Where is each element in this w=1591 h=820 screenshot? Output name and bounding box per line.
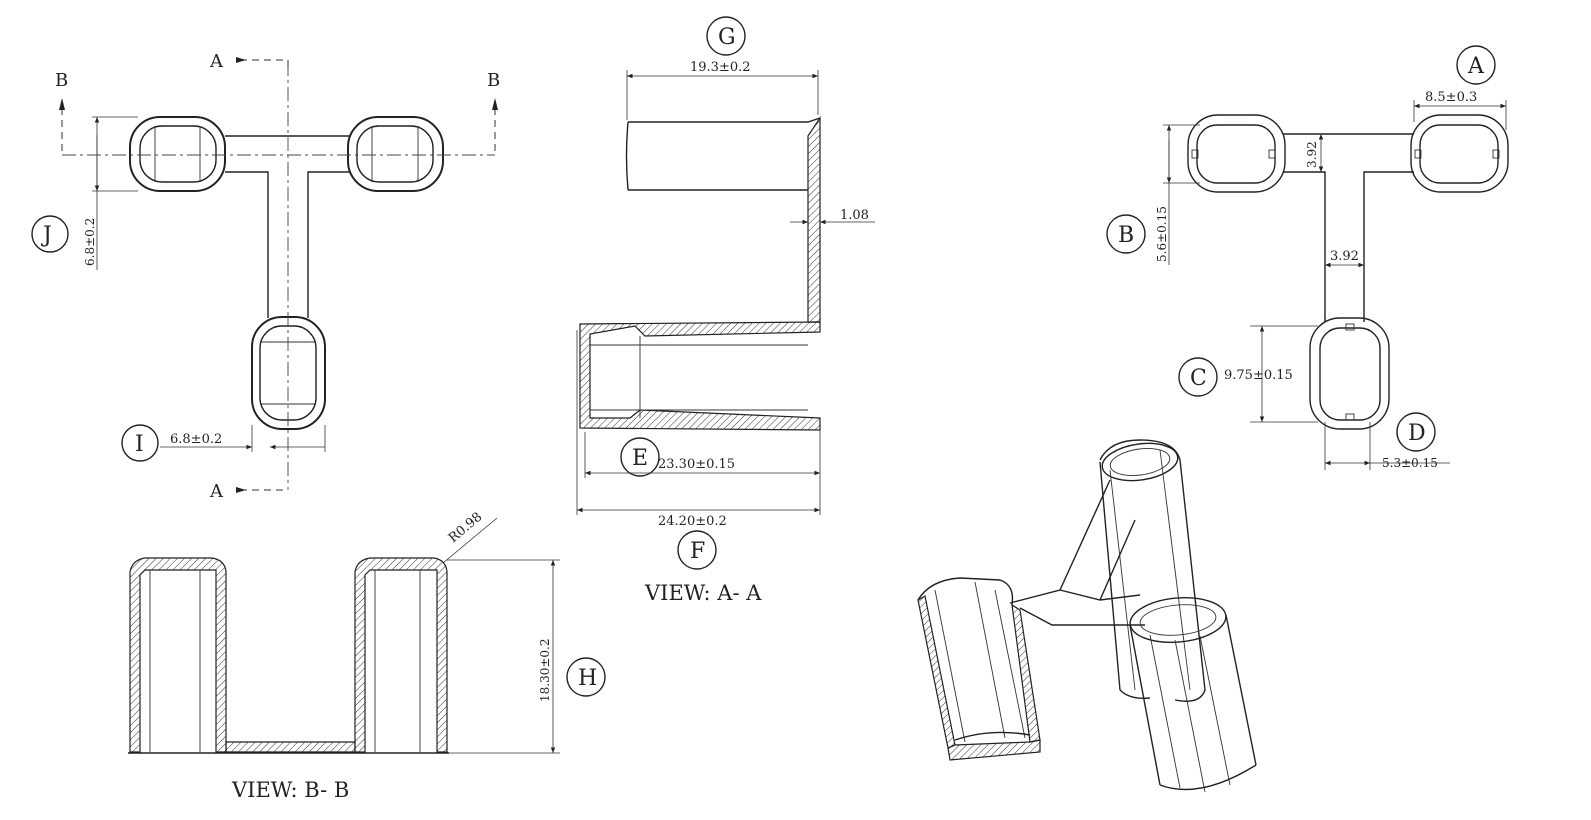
dimension-f-text: 24.20±0.2 (658, 514, 727, 529)
callout-j: J (41, 223, 52, 248)
section-view-b-b: R0.98 18.30±0.2 H VIEW: B- B (128, 510, 606, 802)
dimension-i-text: 6.8±0.2 (170, 432, 222, 447)
dimension-d-text: 5.3±0.15 (1382, 456, 1438, 470)
section-mark-a-bottom: A (209, 481, 224, 502)
callout-f: F (690, 539, 705, 564)
view-b-b-label: VIEW: B- B (231, 778, 349, 802)
callout-b: B (1118, 223, 1134, 248)
callout-c: C (1190, 366, 1207, 391)
section-view-a-a: 19.3±0.2 G 1.08 23.30±0.15 E 24.20±0.2 F… (576, 16, 875, 605)
callout-h: H (578, 666, 597, 691)
dimension-j-text: 6.8±0.2 (83, 218, 97, 266)
dimension-radius-text: R0.98 (446, 510, 485, 546)
dimension-e-text: 23.30±0.15 (658, 457, 735, 472)
section-mark-b-left: B (55, 70, 68, 91)
callout-i: I (135, 432, 144, 457)
dimension-b-text: 5.6±0.15 (1155, 206, 1169, 262)
section-mark-a-top: A (209, 51, 224, 72)
dimension-h-text: 18.30±0.2 (538, 639, 552, 703)
callout-a: A (1467, 54, 1485, 79)
dimension-web-stem-text: 3.92 (1330, 249, 1359, 264)
view-a-a-label: VIEW: A- A (644, 581, 762, 605)
dimension-wall-text: 1.08 (840, 208, 869, 223)
dimension-c-text: 9.75±0.15 (1224, 368, 1293, 383)
callout-e: E (632, 446, 648, 471)
section-mark-b-right: B (487, 70, 500, 91)
outline-view-top-right: 8.5±0.3 A 3.92 3.92 5.6±0.15 B 9.75±0.15… (1106, 45, 1509, 470)
dimension-web-top-text: 3.92 (1305, 141, 1319, 168)
callout-g: G (718, 25, 736, 50)
plan-view-top-left: A A B B 6.8±0.2 J 6.8±0.2 I (31, 51, 500, 502)
dimension-g-text: 19.3±0.2 (690, 60, 751, 75)
callout-d: D (1408, 421, 1426, 446)
dimension-a-text: 8.5±0.3 (1425, 90, 1477, 105)
isometric-3d-view (917, 439, 1257, 793)
